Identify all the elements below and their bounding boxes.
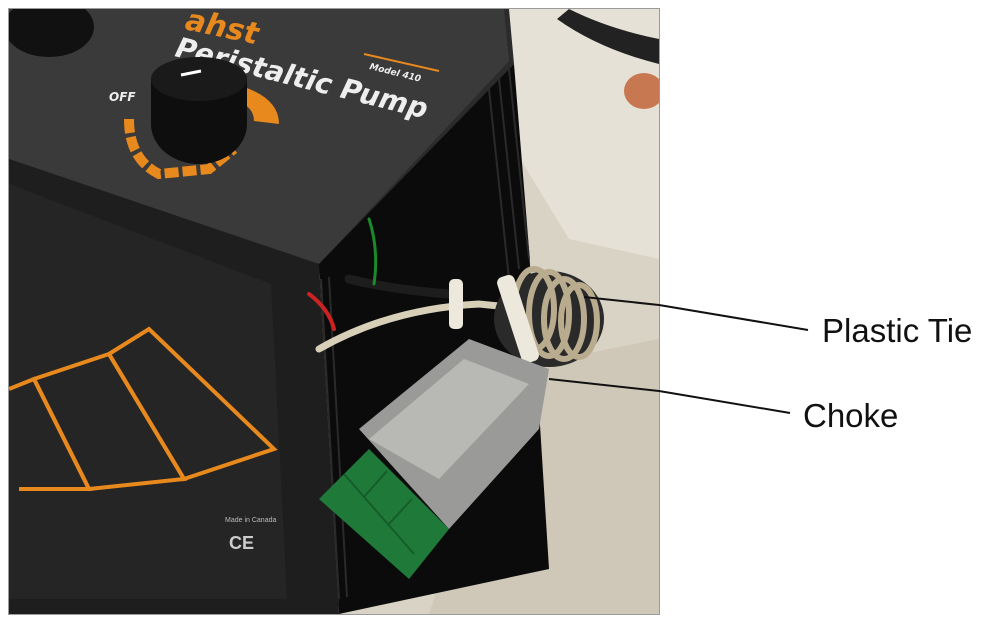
made-in-text: Made in Canada (225, 517, 276, 524)
choke-label: Choke (803, 397, 899, 434)
plastic-tie-label: Plastic Tie (822, 312, 973, 349)
speed-knob (151, 57, 247, 164)
rear-knob (9, 9, 94, 57)
front-wave-graphic (9, 326, 278, 492)
pcb-traces (343, 470, 415, 555)
tie-leader-line (583, 296, 659, 306)
front-label-panel (9, 184, 287, 599)
choke-leader-line (548, 378, 659, 392)
choke-leader-line-outer (658, 390, 791, 414)
accent-line (363, 53, 440, 72)
dial-off-label: OFF (109, 90, 136, 104)
plastic-tie (497, 274, 539, 364)
ce-mark: CE (229, 533, 254, 553)
metal-bracket-highlight (369, 359, 529, 479)
copper-fitting (624, 73, 659, 109)
black-cable (557, 9, 659, 64)
speed-dial-scale (124, 87, 279, 180)
heatsink-fins (320, 68, 530, 600)
plastic-tie-secondary (449, 279, 463, 329)
photo-frame: ahst Peristaltic Pump Model 410 OFF Made… (8, 8, 660, 615)
pump-top-label-panel (9, 9, 509, 264)
internal-wires (307, 217, 533, 353)
tie-leader-line-outer (658, 304, 809, 331)
pump-photo: ahst Peristaltic Pump Model 410 OFF Made… (9, 9, 659, 614)
